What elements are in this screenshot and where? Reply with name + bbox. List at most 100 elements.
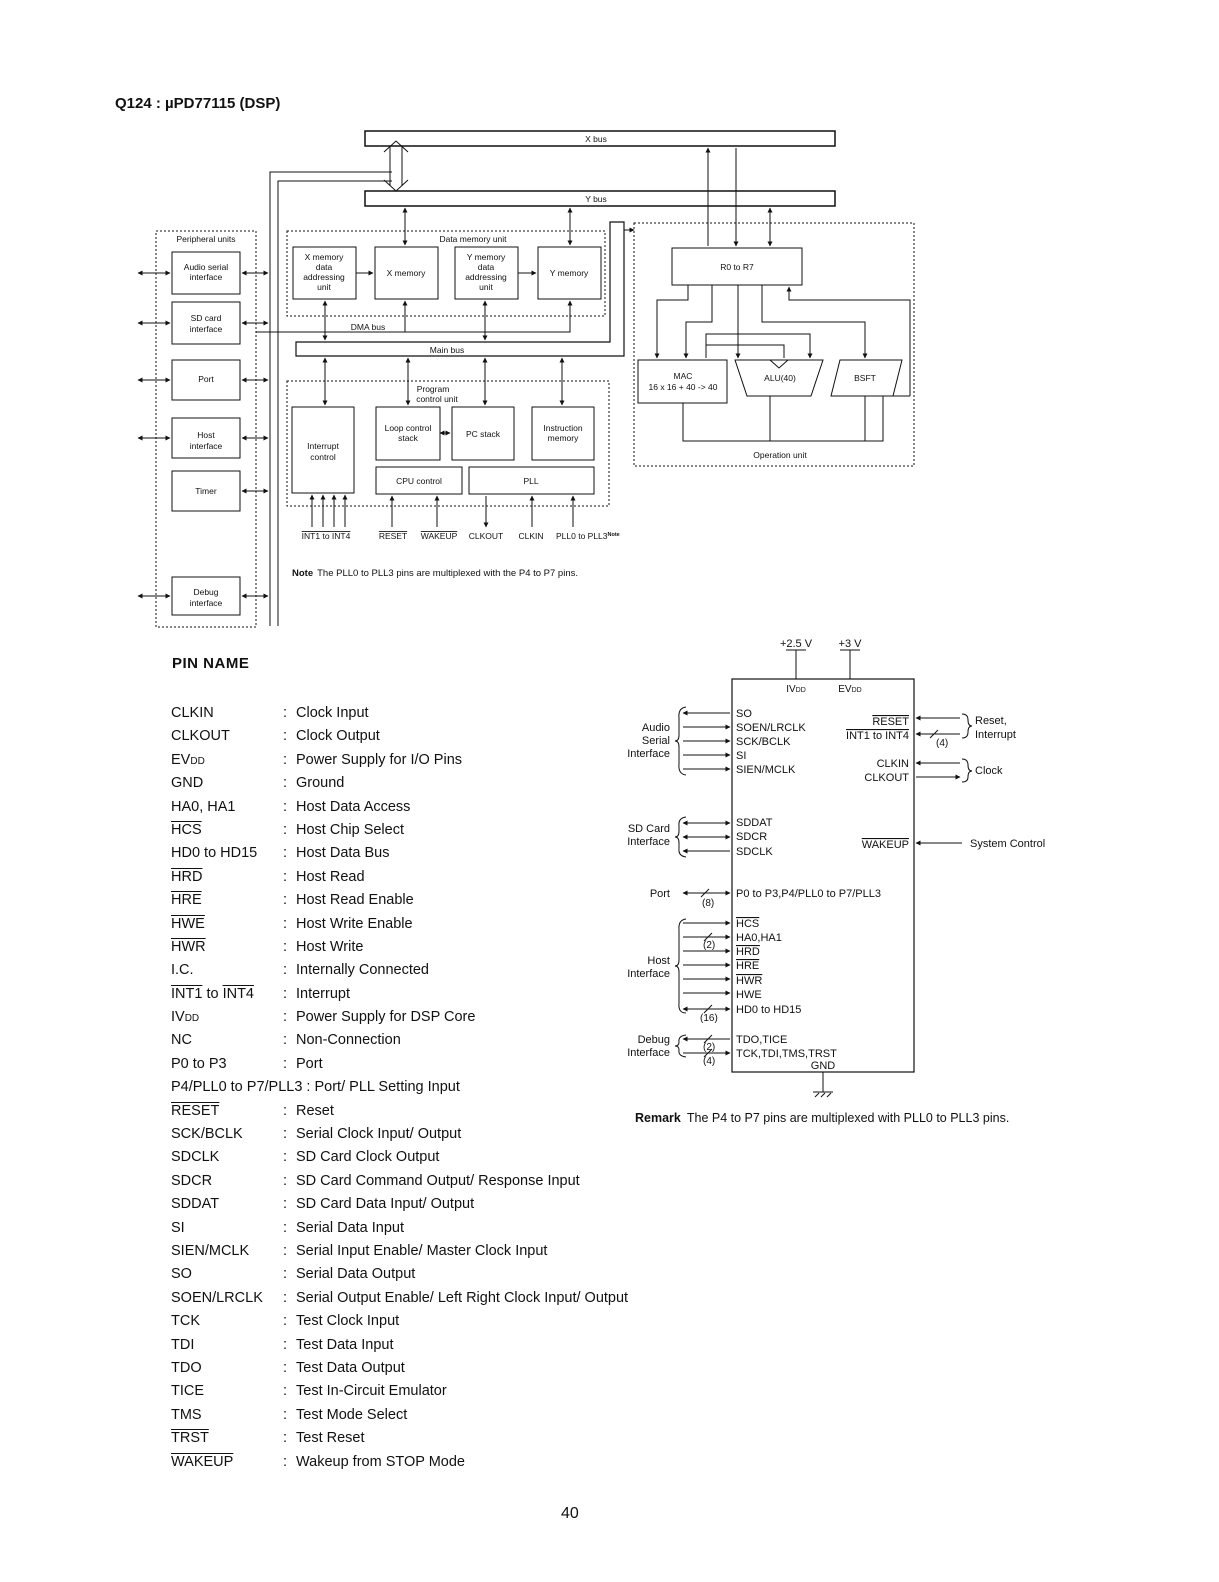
xmem-addr-label-2: data [316,262,333,272]
pll-box [468,466,595,495]
xmem-addr-label-3: addressing [303,272,345,282]
pin-row: NC:Non-Connection [171,1029,628,1052]
pin-row: TCK:Test Clock Input [171,1310,628,1333]
sd-card-box [171,301,241,345]
debug-side-label-2: Interface [627,1047,670,1059]
pin-name: P0 to P3 [171,1055,227,1072]
pin-description: Clock Output [296,728,380,745]
pin-separator: : [283,1055,288,1072]
host-side-label-1: Host [647,955,670,967]
pin-description: Clock Input [296,705,369,721]
pin-description: Serial Output Enable/ Left Right Clock I… [296,1289,629,1306]
pin-name: INT1 to INT4 [171,985,254,1002]
pin-row: GND:Ground [171,772,628,795]
pin-name: GND [171,775,204,792]
pin-separator: : [283,868,288,885]
so-pin: SO [736,708,752,720]
audio-serial-label: Audio serial [184,262,229,272]
p-pins: P0 to P3,P4/PLL0 to P7/PLL3 [736,888,881,900]
pin-description: Host Read [296,868,365,885]
pin-separator: : [283,1359,288,1376]
pin-row: P4/PLL0 to P7/PLL3 : Port/ PLL Setting I… [171,1076,628,1099]
sdclk-pin: SDCLK [736,846,773,858]
pin-description: Internally Connected [296,962,429,979]
pin-separator: : [283,1242,288,1259]
interrupt-label-2: control [310,452,336,462]
cpu-control-label: CPU control [396,476,442,486]
debug-box [171,576,241,616]
pin-name: SDCLK [171,1149,220,1166]
pin-separator: : [283,1009,288,1026]
system-control-label: System Control [970,838,1045,850]
pin-row: TRST:Test Reset [171,1427,628,1450]
pin-separator: : [283,1126,288,1143]
pin-description: Power Supply for DSP Core [296,1009,476,1026]
reset-pin-label: RESET [379,531,407,541]
pin-row: HWR:Host Write [171,936,628,959]
xmem-addr-label-1: X memory [305,252,344,262]
pin-name: SOEN/LRCLK [171,1289,263,1306]
pin-separator: : [283,1172,288,1189]
main-bus [295,221,625,357]
pin-description: SD Card Data Input/ Output [296,1196,475,1213]
pin-row: HCS:Host Chip Select [171,819,628,842]
interrupt-control-box [291,406,355,494]
pin-separator: : [283,1196,288,1213]
pin-row: TMS:Test Mode Select [171,1404,628,1427]
pll-pins-label: PLL0 to PLL3Note [556,531,620,541]
pin-name: TDI [171,1336,195,1353]
pin-row: HD0 to HD15:Host Data Bus [171,842,628,865]
sd-label-2: Interface [627,836,670,848]
hwr-pin: HWR [736,975,762,987]
ymem-addr-label-3: addressing [465,272,507,282]
pin-row: SI:Serial Data Input [171,1217,628,1240]
pin-row: TICE:Test In-Circuit Emulator [171,1380,628,1403]
remark-text: The P4 to P7 pins are multiplexed with P… [686,1111,1010,1125]
ha-pin: HA0,HA1 [736,932,782,944]
sd-card-label-2: interface [190,324,223,334]
chip-box [731,678,915,1073]
sd-label-1: SD Card [628,823,670,835]
pin-name-heading: PIN NAME [172,655,250,672]
r0-r7-box [671,247,803,286]
hrd-pin: HRD [736,946,760,958]
program-control-unit-box [286,380,610,507]
ymem-addr-label-1: Y memory [467,252,506,262]
port-label: Port [198,374,214,384]
pin-description: Non-Connection [296,1032,401,1049]
pin-separator: : [283,1219,288,1236]
sddat-pin: SDDAT [736,817,773,829]
pin-name: CLKIN [171,705,214,721]
pin-description: Ground [296,775,345,792]
data-memory-unit-label: Data memory unit [439,234,507,244]
r0-r7-label: R0 to R7 [720,262,754,272]
tck-pin: TCK,TDI,TMS,TRST [736,1048,837,1060]
pc-stack-label: PC stack [466,429,501,439]
clkout-pin: CLKOUT [864,772,909,784]
audio-label-1: Audio [642,722,670,734]
tdo-pin: TDO,TICE [736,1034,787,1046]
host-side-label-2: Interface [627,968,670,980]
pin-description: Host Data Bus [296,845,390,862]
pin-row: SDCR:SD Card Command Output/ Response In… [171,1170,628,1193]
pin-description: SD Card Clock Output [296,1149,440,1166]
sck-pin: SCK/BCLK [736,736,791,748]
pin-name: SDCR [171,1172,213,1189]
pin-name: WAKEUP [171,1453,234,1470]
pin-row: I.C.:Internally Connected [171,959,628,982]
pin-name: TMS [171,1406,202,1423]
host-box [171,417,241,459]
pin-row: CLKOUT:Clock Output [171,725,628,748]
pll-label: PLL [523,476,538,486]
pin-description: Test Data Input [296,1336,394,1353]
pin-separator: : [283,915,288,932]
x-bus-label: X bus [585,134,607,144]
host-label: Host [197,430,215,440]
cpu-control-box [375,466,463,495]
pin-separator: : [283,1102,288,1119]
pin-description: Host Read Enable [296,892,414,909]
pin-name: TICE [171,1383,205,1400]
evdd-pin: EVDD [838,684,861,695]
